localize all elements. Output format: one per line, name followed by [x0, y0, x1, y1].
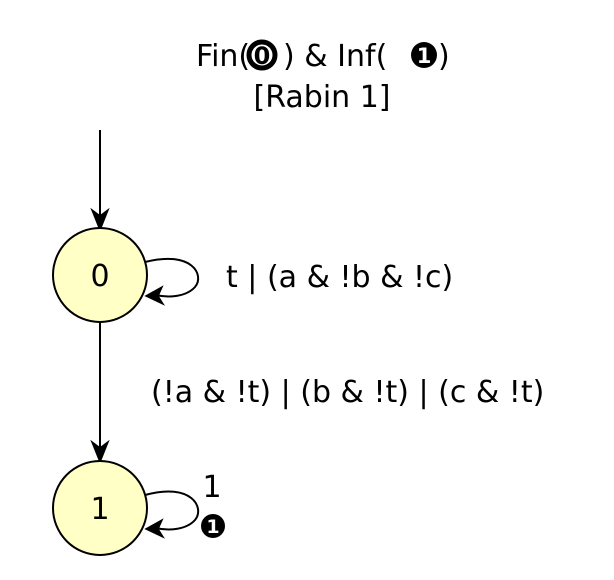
self-loop-1 [144, 490, 200, 531]
acc-set-label: 1 [206, 516, 219, 538]
acceptance-suffix: ) [438, 39, 450, 74]
transition-0-0-label: t | (a & !b & !c) [226, 260, 453, 295]
inf-set-disc [411, 42, 437, 68]
acc-set-disc [201, 514, 225, 538]
edge-0-1-arrowhead [90, 439, 110, 465]
transition-0-1: (!a & !t) | (b & !t) | (c & !t) [90, 322, 544, 465]
initial-arrow-head [90, 207, 110, 233]
state-1[interactable]: 1 [52, 460, 148, 556]
self-loop-1-arrowhead [144, 518, 165, 539]
inf-set-mark: 1 [411, 42, 437, 68]
transition-0-0: t | (a & !b & !c) [144, 257, 453, 306]
self-loop-0-arrowhead [144, 285, 165, 306]
transition-1-1-label: 1 [202, 470, 221, 505]
state-0[interactable]: 0 [52, 227, 148, 323]
state-0-label: 0 [90, 259, 109, 294]
state-1-circle[interactable] [52, 460, 148, 556]
initial-arrow [90, 130, 110, 233]
inf-set-label: 1 [417, 44, 432, 68]
fin-set-mark: 0 [246, 39, 278, 71]
acceptance-name: [Rabin 1] [254, 80, 391, 115]
transition-1-1: 1 1 [144, 470, 225, 539]
acceptance-middle: ) & Inf( [283, 39, 387, 74]
acceptance-prefix: Fin( [196, 39, 250, 74]
self-loop-0 [144, 257, 200, 298]
state-1-label: 1 [90, 492, 109, 527]
transition-1-1-acc-mark: 1 [201, 514, 225, 538]
state-0-circle[interactable] [52, 227, 148, 323]
fin-set-label: 0 [254, 42, 271, 70]
transition-0-1-label: (!a & !t) | (b & !t) | (c & !t) [151, 375, 544, 410]
acceptance-condition: Fin( 0 ) & Inf( 1 ) [Rabin 1] [196, 39, 450, 115]
fin-set-ring [246, 39, 278, 71]
